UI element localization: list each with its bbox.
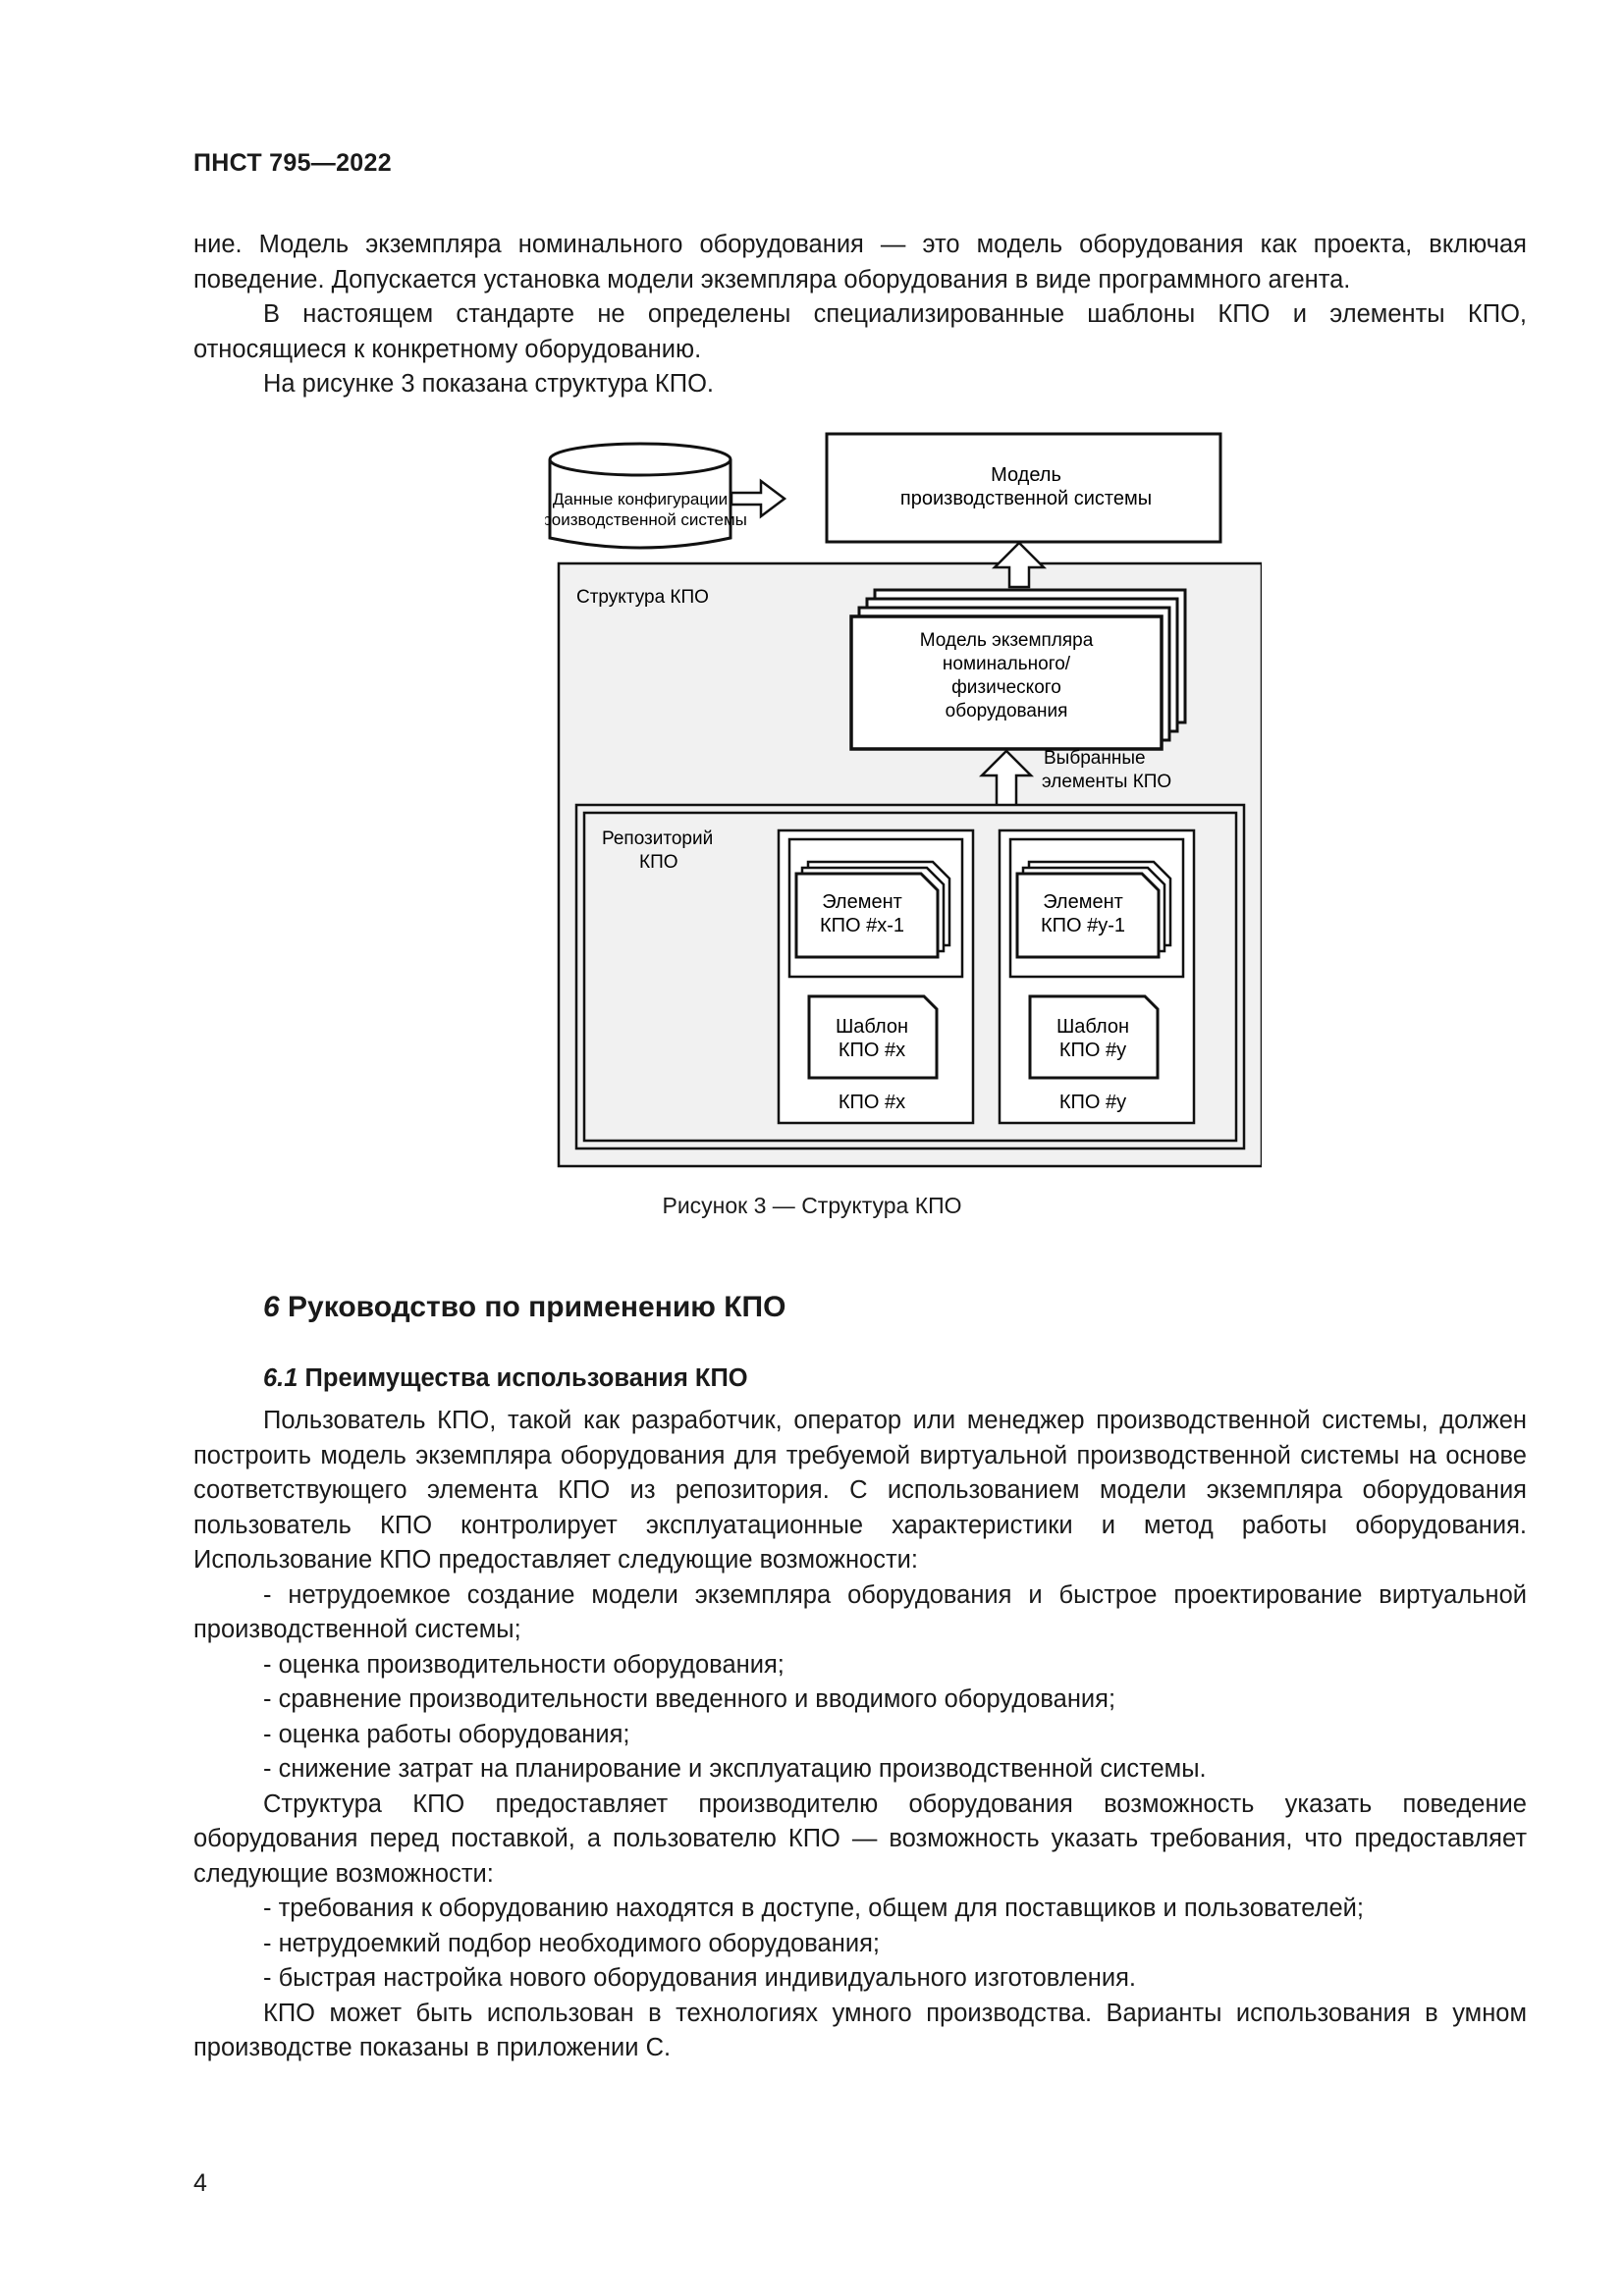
page-number: 4 [193,2169,207,2197]
template-y-label-2: КПО #y [1059,1040,1126,1061]
template-x-label-1: Шаблон [836,1016,908,1038]
instance-model-label-3: физического [951,677,1061,698]
selected-elements-label-1: Выбранные [1044,748,1146,769]
list-item: - сравнение производительности введенног… [263,1685,1116,1713]
element-y-label-2: КПО #y-1 [1041,915,1125,936]
paragraph: Структура КПО предоставляет производител… [193,1789,1527,1888]
arrow-up-selected-elements [978,749,1035,811]
repository-label-1: Репозиторий [602,828,713,849]
system-model-label-1: Модель [991,464,1061,486]
section-number: 6 [263,1291,280,1323]
paragraph: Пользователь КПО, такой как разработчик,… [193,1407,1527,1574]
template-x-label-2: КПО #x [839,1040,905,1061]
selected-elements-label-2: элементы КПО [1042,772,1171,792]
element-y-stack: Элемент КПО #y-1 [1015,860,1172,959]
paragraph: ние. Модель экземпляра номинального обор… [193,231,1527,294]
body-text-block: Пользователь КПО, такой как разработчик,… [193,1404,1527,2066]
config-data-cylinder: Данные конфигурации производственной сис… [533,442,747,550]
list-item: - быстрая настройка нового оборудования … [263,1964,1137,1992]
subsection-title: Преимущества использования КПО [304,1364,748,1392]
paragraph: На рисунке 3 показана структура КПО. [263,370,714,398]
paragraph: КПО может быть использован в технологиях… [193,1999,1527,2062]
repository-label-2: КПО [639,852,678,873]
subsection-heading: 6.1 Преимущества использования КПО [263,1364,748,1393]
list-item: - оценка производительности оборудования… [263,1650,785,1679]
section-heading: 6 Руководство по применению КПО [263,1291,785,1324]
template-y-label-1: Шаблон [1056,1016,1129,1038]
system-model-box: Модель производственной системы [825,432,1222,544]
config-data-label-2: производственной системы [545,510,747,529]
system-model-label-2: производственной системы [900,488,1152,509]
instance-model-label-1: Модель экземпляра [920,630,1094,651]
paragraph: В настоящем стандарте не определены спец… [193,300,1527,363]
list-item: - требования к оборудованию находятся в … [263,1895,1365,1922]
structure-label: Структура КПО [576,587,709,608]
instance-model-label-2: номинального/ [943,654,1071,674]
figure-structure-diagram: Данные конфигурации производственной сис… [533,430,1264,1173]
kpo-x-box: Элемент КПО #x-1 Шаблон КПО #x КПО #x [777,828,975,1125]
structure-diagram: Данные конфигурации производственной сис… [533,432,1264,1168]
kpo-y-box: Элемент КПО #y-1 Шаблон КПО #y КПО #y [998,828,1196,1125]
instance-model-stack: Модель экземпляра номинального/ физическ… [849,588,1187,751]
document-id: ПНСТ 795—2022 [193,149,392,177]
section-title: Руководство по применению КПО [288,1291,786,1323]
list-item: - нетрудоемкий подбор необходимого обору… [263,1929,880,1957]
list-item: - снижение затрат на планирование и эксп… [263,1755,1207,1783]
list-item: - оценка работы оборудования; [263,1720,630,1748]
subsection-number: 6.1 [263,1364,298,1392]
list-item: - нетрудоемкое создание модели экземпляр… [193,1580,1527,1644]
kpo-x-label: КПО #x [839,1092,905,1113]
kpo-y-label: КПО #y [1059,1092,1126,1113]
element-x-label-2: КПО #x-1 [820,915,904,936]
arrow-up-to-system-model [991,541,1048,589]
element-x-label-1: Элемент [822,891,902,913]
figure-caption: Рисунок 3 — Структура КПО [662,1193,962,1218]
element-y-label-1: Элемент [1043,891,1123,913]
instance-model-label-4: оборудования [946,701,1068,721]
arrow-right [730,478,787,519]
top-text-block: ние. Модель экземпляра номинального обор… [193,228,1527,402]
template-y: Шаблон КПО #y [1028,994,1160,1080]
template-x: Шаблон КПО #x [807,994,939,1080]
element-x-stack: Элемент КПО #x-1 [794,860,951,959]
config-data-label-1: Данные конфигурации [553,490,728,508]
